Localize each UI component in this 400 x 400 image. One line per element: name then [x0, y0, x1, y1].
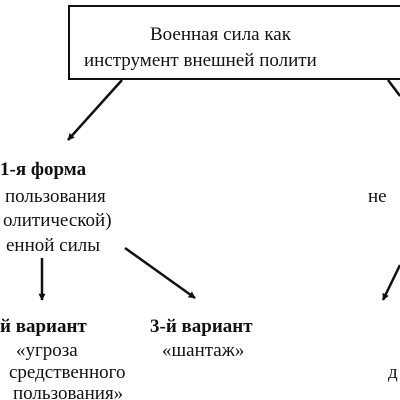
variant-left-title: й вариант — [0, 316, 87, 337]
form1-line3: енной силы — [6, 235, 101, 256]
root-node-line1: Военная сила как — [150, 24, 291, 45]
variant3-title: 3-й вариант — [150, 316, 253, 337]
arrow-form2-to-lower-node — [381, 264, 400, 301]
arrow-root-to-form2 — [387, 79, 400, 97]
variant-left-line1: «угроза — [16, 340, 78, 361]
form2-text-fragment: не — [368, 186, 387, 207]
lower-right-text-fragment: д — [388, 362, 398, 383]
variant-left-line2: средственного — [9, 362, 126, 383]
root-node-box — [68, 5, 400, 80]
form1-title: 1-я форма — [0, 159, 87, 180]
variant-left-line3: пользования» — [13, 383, 124, 400]
root-node-line2: инструмент внешней полити — [84, 50, 317, 71]
form1-line2: олитической) — [3, 210, 112, 231]
form1-line1: пользования — [5, 186, 106, 207]
variant3-line1: «шантаж» — [162, 340, 245, 361]
arrow-form1-to-variant3 — [124, 246, 196, 300]
arrow-root-to-form1 — [67, 79, 123, 141]
